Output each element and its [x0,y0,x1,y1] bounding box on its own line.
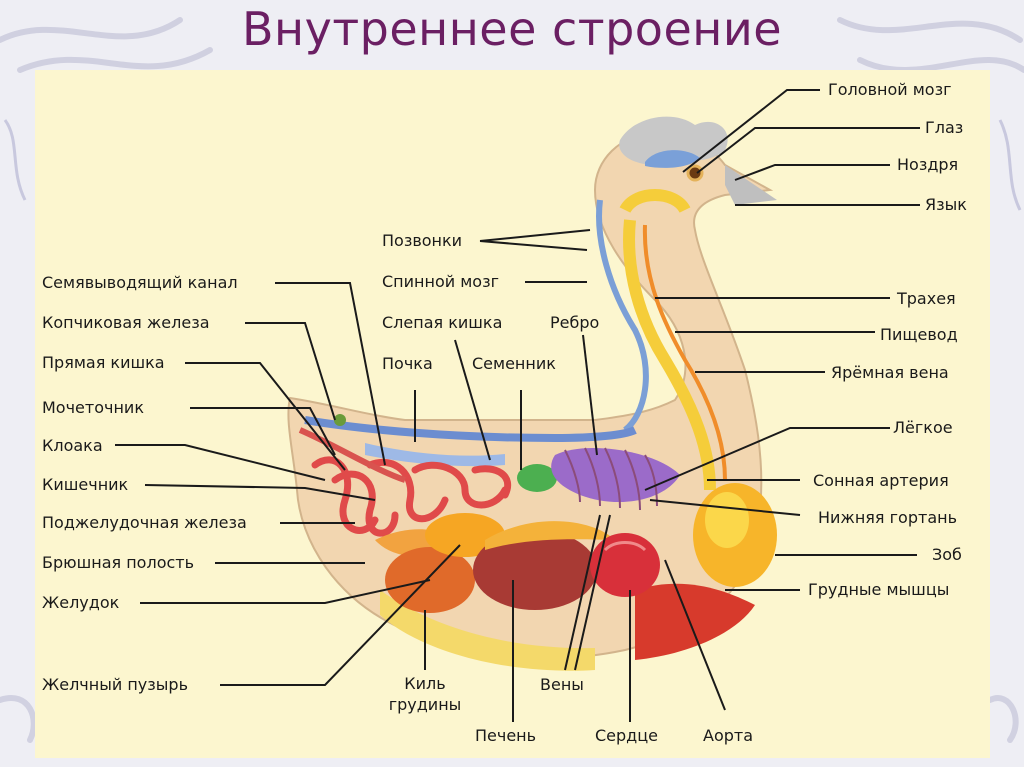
label-keel: Киль грудины [380,675,470,714]
label-pancreas: Поджелудочная железа [42,513,247,532]
label-vas-deferens: Семявыводящий канал [42,273,238,292]
label-keel-line2: грудины [388,695,462,714]
keel-shape [380,590,595,671]
label-cloaca: Клоака [42,436,103,455]
label-gallbladder: Желчный пузырь [42,675,188,694]
trachea-shape [619,189,716,491]
label-kidney: Почка [382,354,433,373]
liver-shape [473,530,597,610]
label-stomach: Желудок [42,593,120,612]
label-jugular-vein: Ярёмная вена [831,363,949,382]
diagram-panel: Головной мозг Глаз Ноздря Язык Трахея Пи… [35,70,990,758]
beak [725,165,777,205]
leader-lines [115,89,920,722]
label-trachea: Трахея [897,289,956,308]
kidney-shape [365,443,505,467]
label-rib: Ребро [550,313,600,332]
rectum-shape [298,427,406,483]
label-tongue: Язык [925,195,967,214]
label-eye: Глаз [925,118,964,137]
pectoral-muscles-shape [635,583,755,660]
back-spine-shape [304,416,637,443]
testis-shape [517,464,557,492]
label-nostril: Ноздря [897,155,959,174]
head-crest [619,116,728,165]
label-lung: Лёгкое [893,418,953,437]
label-uropygial-gland: Копчиковая железа [42,313,210,332]
slide-title: Внутреннее строение [241,2,783,56]
label-testis: Семенник [472,354,556,373]
label-head-brain: Головной мозг [828,80,952,99]
label-keel-line1: Киль [404,674,446,693]
label-liver: Печень [475,726,537,745]
label-heart: Сердце [595,726,658,745]
uropygial-gland-shape [334,414,346,426]
label-vertebrae: Позвонки [382,231,463,250]
label-carotid-artery: Сонная артерия [813,471,949,490]
label-aorta: Аорта [703,726,754,745]
label-intestine: Кишечник [42,475,129,494]
label-crop: Зоб [932,545,962,564]
label-ureter: Мочеточник [42,398,144,417]
label-caecum: Слепая кишка [382,313,503,332]
heart-highlight [603,541,647,552]
label-veins: Вены [540,675,584,694]
label-pectoral-muscles: Грудные мышцы [808,580,950,599]
brain-shape [645,150,700,168]
bird-anatomy-drawing [115,89,920,722]
eye-dot [686,164,704,182]
esophagus-shape [642,224,727,481]
spinal-cord-shape [596,199,649,433]
label-spinal-cord: Спинной мозг [382,272,499,291]
label-abdominal-cavity: Брюшная полость [42,553,195,572]
label-rectum: Прямая кишка [42,353,165,372]
label-lower-larynx: Нижняя гортань [818,508,958,527]
label-esophagus: Пищевод [880,325,958,344]
